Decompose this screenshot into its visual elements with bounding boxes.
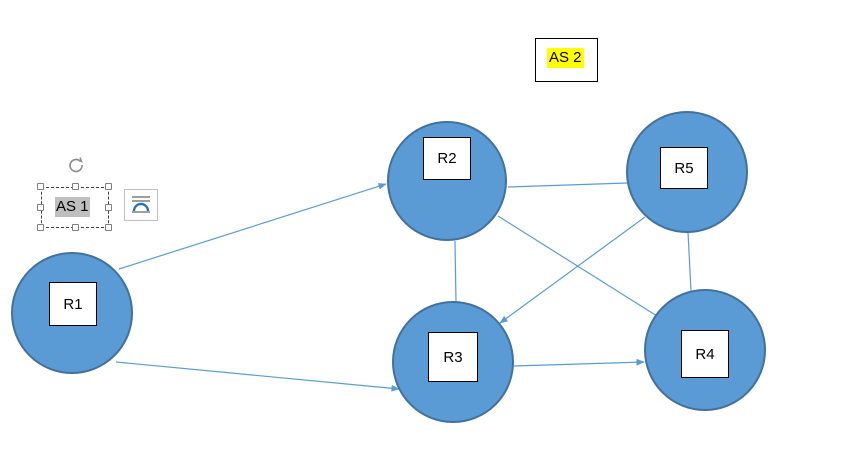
router-label-r4[interactable]: R4 <box>681 330 729 378</box>
router-label-r1[interactable]: R1 <box>49 282 97 326</box>
resize-handle-middle-right[interactable] <box>105 204 112 211</box>
edge-r5-r3[interactable] <box>499 216 646 324</box>
as2-label: AS 2 <box>547 48 584 68</box>
resize-handle-bottom-right[interactable] <box>105 224 112 231</box>
resize-handle-top-right[interactable] <box>105 183 112 190</box>
rotate-handle-icon[interactable] <box>67 156 85 174</box>
layout-options-icon[interactable] <box>124 189 158 221</box>
as2-textbox[interactable]: AS 2 <box>535 38 598 82</box>
edge-r1-r2[interactable] <box>118 183 387 270</box>
router-node-r2[interactable] <box>387 121 507 241</box>
edge-r2-r3[interactable] <box>454 240 457 303</box>
edge-r1-r3[interactable] <box>115 361 400 392</box>
resize-handle-bottom-left[interactable] <box>37 224 44 231</box>
edge-r5-r4[interactable] <box>687 231 692 292</box>
resize-handle-bottom-middle[interactable] <box>72 224 79 231</box>
edge-r2-r5[interactable] <box>507 182 628 188</box>
as1-label[interactable]: AS 1 <box>55 197 90 217</box>
edge-r3-r4[interactable] <box>513 358 645 367</box>
resize-handle-middle-left[interactable] <box>37 204 44 211</box>
router-label-r3[interactable]: R3 <box>428 332 478 382</box>
resize-handle-top-left[interactable] <box>37 183 44 190</box>
resize-handle-top-middle[interactable] <box>72 183 79 190</box>
router-label-r2[interactable]: R2 <box>423 137 471 180</box>
router-label-r5[interactable]: R5 <box>660 147 708 189</box>
